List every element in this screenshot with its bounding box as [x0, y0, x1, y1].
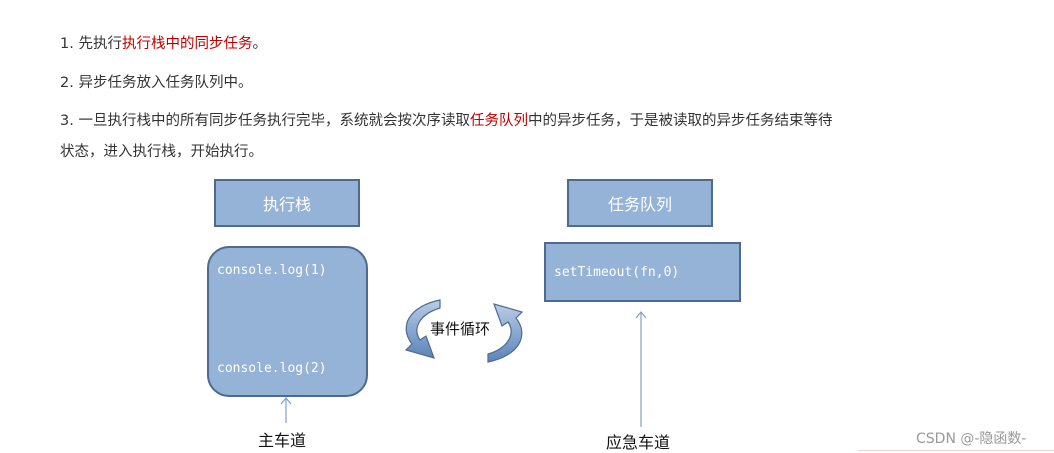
step-1-suffix: 。: [252, 36, 267, 52]
exec-stack-header: 执行栈: [214, 179, 360, 227]
exec-stack-title: 执行栈: [262, 195, 311, 214]
task-queue-body: setTimeout(fn,0): [544, 242, 741, 302]
exec-stack-item-2: console.log(2): [217, 361, 327, 376]
emergency-lane-arrow-icon: [635, 311, 647, 427]
step-3-highlight: 任务队列: [469, 113, 528, 129]
step-3-text-line-2: 状态，进入执行栈，开始执行。: [60, 144, 263, 160]
event-loop-arrows-icon: [404, 299, 524, 363]
main-lane-arrow-icon: [280, 397, 292, 423]
task-queue-title: 任务队列: [607, 195, 672, 214]
watermark-underline: [858, 450, 1054, 451]
step-1-prefix: 1. 先执行: [60, 36, 122, 52]
exec-stack-body: console.log(1) console.log(2): [207, 246, 368, 397]
step-3-suffix: 中的异步任务，于是被读取的异步任务结束等待: [527, 113, 833, 129]
emergency-lane-label: 应急车道: [606, 433, 671, 452]
step-3-text: 3. 一旦执行栈中的所有同步任务执行完毕，系统就会按次序读取任务队列中的异步任务…: [60, 111, 832, 131]
exec-stack-item-1: console.log(1): [217, 263, 327, 278]
task-queue-item-1: setTimeout(fn,0): [554, 265, 680, 280]
event-loop-left-arrow-icon: [404, 299, 441, 359]
event-loop-label: 事件循环: [430, 320, 491, 338]
step-1-highlight: 执行栈中的同步任务: [121, 36, 253, 52]
task-queue-header: 任务队列: [567, 179, 713, 227]
event-loop-right-arrow-icon: [487, 303, 524, 363]
csdn-watermark: CSDN @-隐函数-: [916, 431, 1027, 447]
step-1-text: 1. 先执行执行栈中的同步任务。: [60, 34, 267, 54]
step-2-text: 2. 异步任务放入任务队列中。: [60, 75, 253, 91]
step-3-prefix: 3. 一旦执行栈中的所有同步任务执行完毕，系统就会按次序读取: [60, 113, 470, 129]
main-lane-label: 主车道: [258, 431, 307, 450]
